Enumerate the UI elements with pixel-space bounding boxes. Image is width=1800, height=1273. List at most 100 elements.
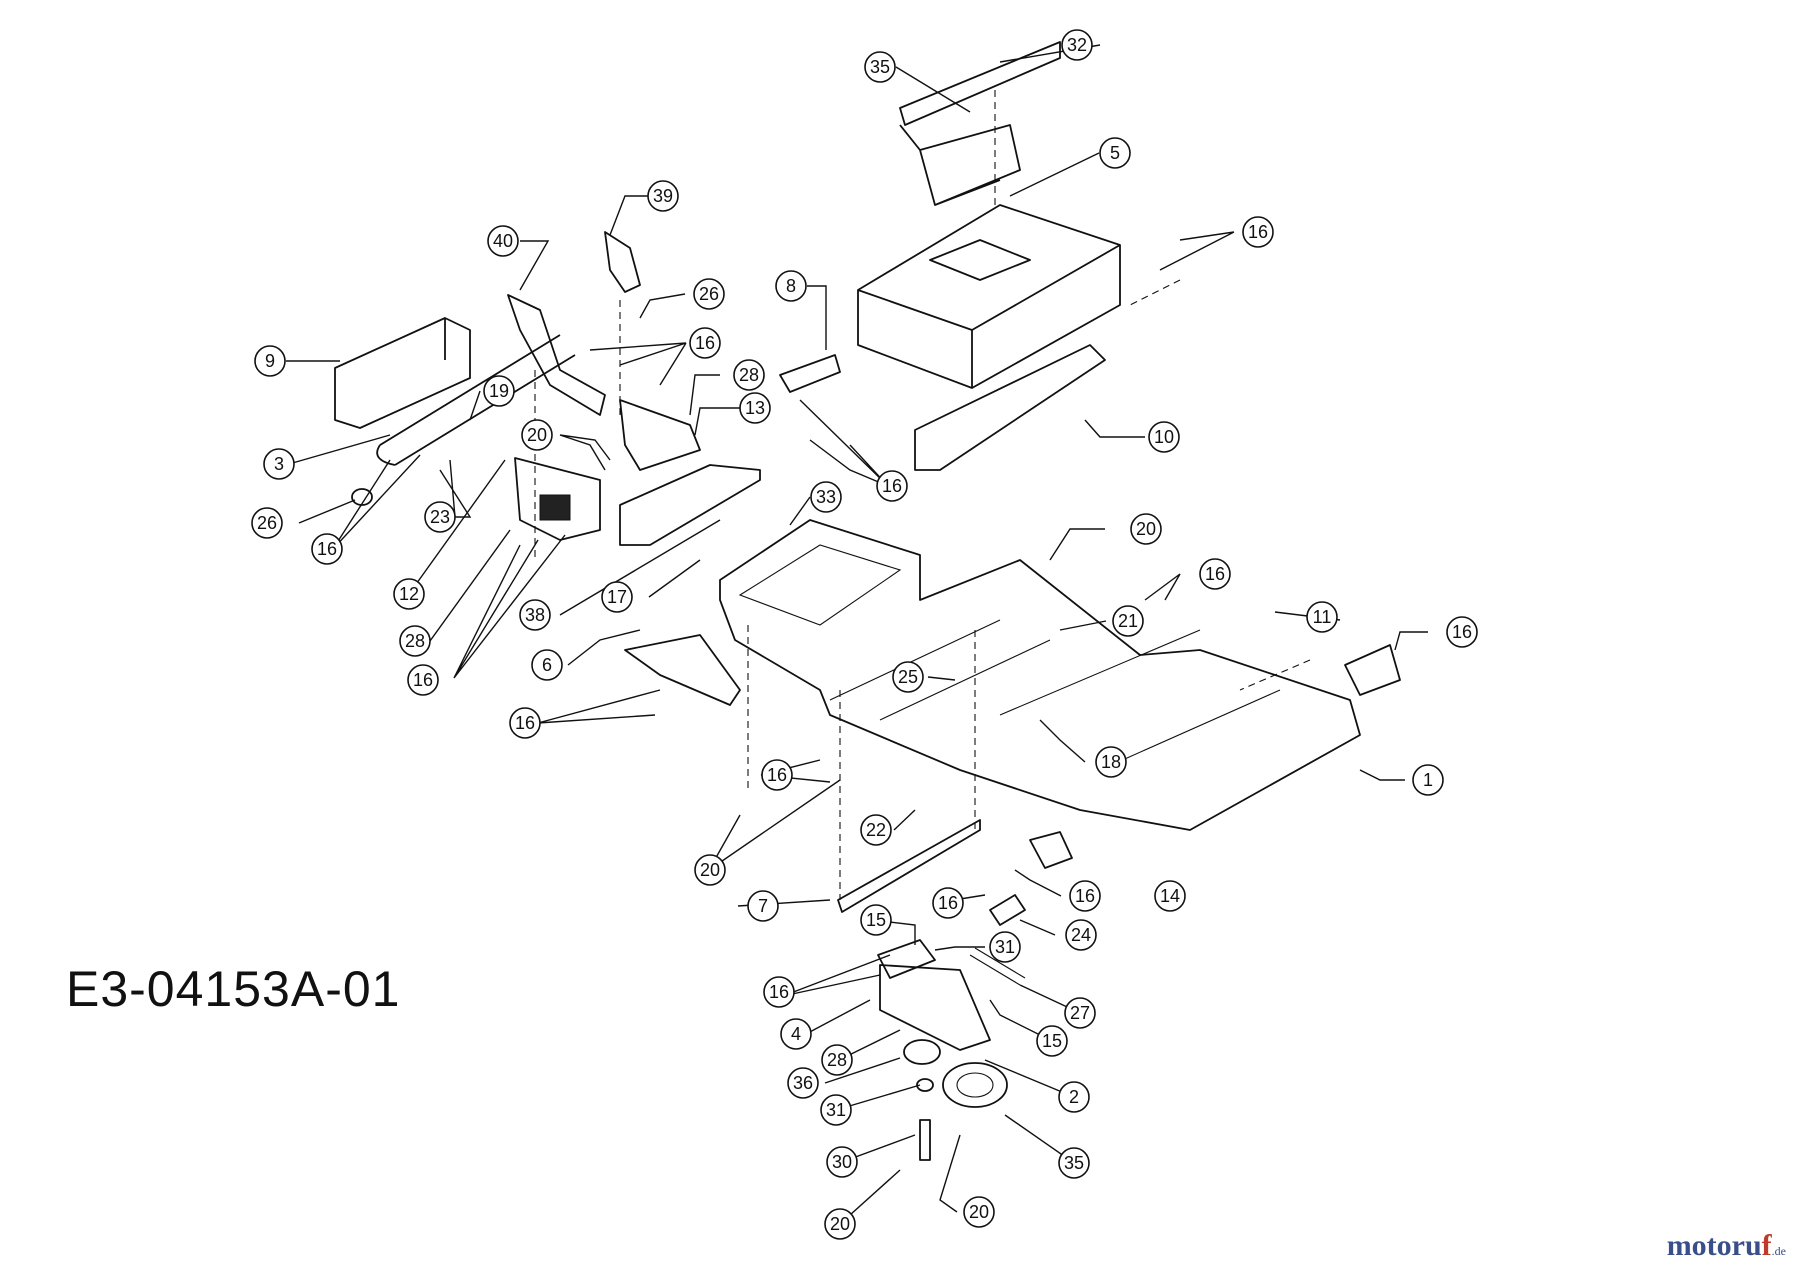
callout-27-label: 27	[1070, 1003, 1090, 1023]
callout-20-d: 20	[963, 1196, 995, 1228]
part-spring-24	[989, 894, 1026, 926]
leader-lines	[286, 44, 1428, 1225]
callout-22: 22	[860, 814, 892, 846]
callout-36-label: 36	[793, 1073, 813, 1093]
callout-26-b: 26	[251, 507, 283, 539]
callout-16-a-label: 16	[1248, 222, 1268, 242]
part-plate-4	[877, 939, 936, 979]
callouts: 35 32 5 16 8 10 16 39 40 26 16 28 13 9 1…	[251, 29, 1478, 1240]
callout-2-label: 2	[1069, 1087, 1079, 1107]
callout-1: 1	[1412, 764, 1444, 796]
callout-2: 2	[1058, 1081, 1090, 1113]
callout-19-label: 19	[489, 381, 509, 401]
callout-32-b-label: 31	[826, 1100, 846, 1120]
callout-24: 24	[1065, 919, 1097, 951]
part-seat-pan-10	[914, 344, 1106, 471]
callout-13-label: 13	[745, 398, 765, 418]
callout-38: 38	[519, 599, 551, 631]
callout-30-b-label: 28	[405, 631, 425, 651]
callout-25: 25	[892, 661, 924, 693]
callout-27: 27	[1064, 997, 1096, 1029]
part-pulley-36	[903, 1039, 941, 1065]
callout-16-d: 16	[311, 533, 343, 565]
callout-8-label: 8	[786, 276, 796, 296]
callout-28-label: 28	[827, 1050, 847, 1070]
callout-16-b: 16	[876, 470, 908, 502]
callout-16-f-label: 16	[515, 713, 535, 733]
part-frame-1	[719, 519, 1361, 831]
part-spring-27	[969, 947, 1026, 986]
callout-33: 32	[1061, 29, 1093, 61]
callout-16-j-label: 16	[938, 893, 958, 913]
callout-32-a: 31	[989, 931, 1021, 963]
callout-31-label: 30	[832, 1152, 852, 1172]
part-rail-7	[837, 819, 981, 913]
callout-21: 21	[1112, 605, 1144, 637]
part-shield-37	[899, 41, 1061, 206]
callout-8: 8	[775, 270, 807, 302]
callout-38-label: 38	[525, 605, 545, 625]
callout-22-label: 22	[866, 820, 886, 840]
part-pulley-35	[942, 1062, 1008, 1108]
part-bracket-11	[1344, 644, 1401, 696]
callout-39: 39	[647, 180, 679, 212]
callout-30-a: 28	[733, 359, 765, 391]
brand-suffix: .de	[1771, 1244, 1786, 1258]
callout-7-label: 7	[758, 896, 768, 916]
callout-4-label: 4	[791, 1024, 801, 1044]
part-shaft-31	[919, 1119, 931, 1161]
callout-40-label: 40	[493, 231, 513, 251]
callout-26-a-label: 26	[699, 284, 719, 304]
callout-12: 12	[393, 578, 425, 610]
callout-16-j: 16	[932, 887, 964, 919]
callout-35-label: 35	[1064, 1153, 1084, 1173]
callout-1-label: 1	[1423, 770, 1433, 790]
callout-4: 4	[780, 1018, 812, 1050]
callout-11: 11	[1306, 601, 1338, 633]
part-plate-38	[619, 464, 761, 546]
callout-16-h-label: 16	[1452, 622, 1472, 642]
callout-14: 14	[1154, 880, 1186, 912]
callout-16-e: 16	[407, 664, 439, 696]
callout-25-label: 25	[898, 667, 918, 687]
part-drawings	[334, 41, 1401, 1161]
callout-19: 19	[483, 375, 515, 407]
callout-10: 10	[1148, 421, 1180, 453]
callout-16-f: 16	[509, 707, 541, 739]
callout-16-c-label: 16	[695, 333, 715, 353]
callout-20-a-label: 20	[527, 425, 547, 445]
callout-7: 7	[747, 890, 779, 922]
callout-26-a: 26	[693, 278, 725, 310]
brand-logo[interactable]: motoruf.de	[1667, 1229, 1786, 1263]
callout-10-label: 10	[1154, 427, 1174, 447]
part-idler-arm-2	[879, 964, 991, 1051]
callout-30-b: 28	[399, 625, 431, 657]
part-tube-3	[376, 334, 576, 466]
dashed-lines	[534, 90, 1311, 900]
callout-23: 23	[424, 501, 456, 533]
callout-3: 3	[263, 448, 295, 480]
callout-11-label: 11	[1313, 607, 1332, 627]
callout-32-a-label: 31	[995, 937, 1015, 957]
callout-13: 13	[739, 392, 771, 424]
part-pulley-35-inner	[956, 1072, 994, 1098]
callout-18-label: 18	[1101, 752, 1121, 772]
callout-5: 5	[1099, 137, 1131, 169]
callout-6-label: 6	[542, 655, 552, 675]
callout-20-e-label: 20	[830, 1214, 850, 1234]
callout-16-h: 16	[1446, 616, 1478, 648]
callout-35: 35	[1058, 1147, 1090, 1179]
brand-name-accent: f	[1761, 1229, 1772, 1262]
callout-14-label: 14	[1160, 886, 1180, 906]
callout-37-label: 35	[870, 57, 890, 77]
callout-16-b-label: 16	[882, 476, 902, 496]
callout-23-label: 23	[430, 507, 450, 527]
callout-16-l-label: 16	[769, 982, 789, 1002]
callout-20-c-label: 20	[700, 860, 720, 880]
callout-6: 6	[531, 649, 563, 681]
callout-36: 36	[787, 1067, 819, 1099]
callout-20-d-label: 20	[969, 1202, 989, 1222]
part-seat-box-5	[857, 204, 1121, 389]
part-bracket-14	[1029, 831, 1073, 869]
